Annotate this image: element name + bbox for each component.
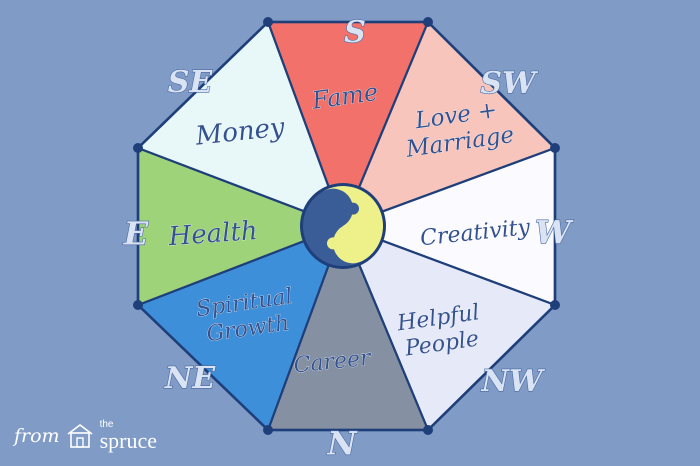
brand-from-text: from xyxy=(14,425,60,447)
direction-s: S xyxy=(344,15,366,50)
direction-se: SE xyxy=(168,65,214,100)
direction-sw: SW xyxy=(480,66,539,101)
brand-the-text: the xyxy=(99,419,114,430)
vertex-dot xyxy=(550,300,560,310)
brand-spruce-text: spruce xyxy=(99,428,157,453)
direction-n: N xyxy=(326,425,358,463)
vertex-dot xyxy=(550,143,560,153)
direction-labels: S SW W NW N NE E SE xyxy=(122,14,574,463)
yin-yang-icon xyxy=(300,183,386,269)
octagon-vertices xyxy=(133,17,560,435)
the-spruce-logo: from the spruce xyxy=(14,420,157,452)
vertex-dot xyxy=(133,300,143,310)
direction-e: E xyxy=(123,215,149,253)
yin-yang-dot-dark xyxy=(347,202,359,215)
brand-name: the spruce xyxy=(100,420,157,452)
vertex-dot xyxy=(133,143,143,153)
house-icon xyxy=(67,424,93,448)
direction-nw: NW xyxy=(480,364,545,399)
vertex-dot xyxy=(263,17,273,27)
vertex-dot xyxy=(423,17,433,27)
direction-ne: NE xyxy=(164,361,216,396)
vertex-dot xyxy=(423,425,433,435)
label-health: Health xyxy=(167,216,259,252)
vertex-dot xyxy=(263,425,273,435)
yin-yang-dot-light xyxy=(327,237,339,250)
direction-w: W xyxy=(535,214,574,252)
